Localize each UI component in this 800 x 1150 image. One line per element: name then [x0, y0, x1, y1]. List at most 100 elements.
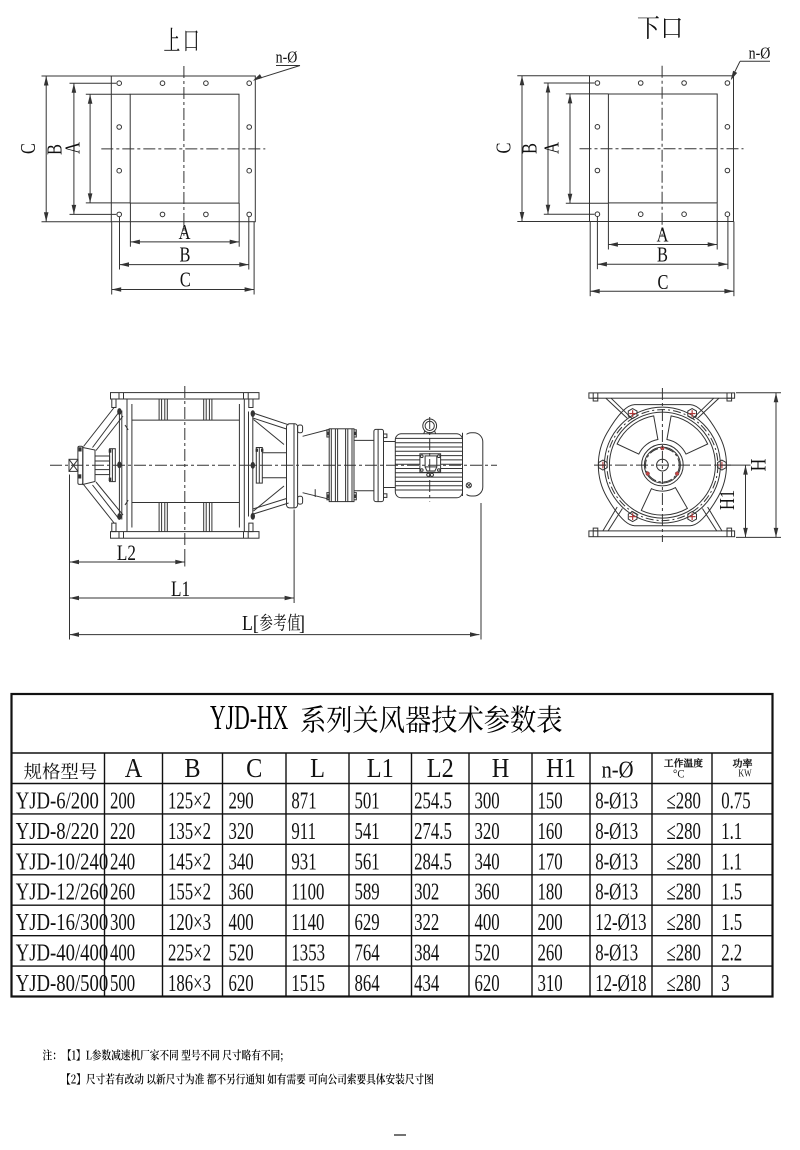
- svg-text:B: B: [44, 144, 67, 155]
- svg-text:1140: 1140: [291, 910, 324, 935]
- svg-text:284.5: 284.5: [414, 850, 452, 875]
- svg-text:L: L: [310, 753, 325, 783]
- svg-text:C: C: [658, 271, 669, 294]
- svg-text:]: ]: [299, 613, 305, 636]
- svg-text:YJD-80/500: YJD-80/500: [16, 970, 109, 997]
- svg-text:135×2: 135×2: [168, 819, 211, 844]
- svg-text:340: 340: [475, 850, 500, 875]
- svg-text:n-Ø: n-Ø: [749, 44, 771, 63]
- svg-text:1353: 1353: [291, 941, 325, 966]
- svg-text:1.1: 1.1: [721, 850, 742, 875]
- svg-text:931: 931: [291, 850, 316, 875]
- svg-text:B: B: [180, 244, 191, 267]
- svg-text:589: 589: [355, 880, 380, 905]
- svg-text:400: 400: [229, 910, 254, 935]
- svg-text:A: A: [541, 142, 564, 154]
- svg-text:520: 520: [229, 941, 254, 966]
- svg-text:L1: L1: [171, 577, 190, 602]
- svg-text:8-Ø13: 8-Ø13: [595, 819, 638, 844]
- svg-text:322: 322: [414, 910, 439, 935]
- svg-text:A: A: [62, 142, 85, 154]
- svg-text:YJD-40/400: YJD-40/400: [16, 939, 109, 966]
- svg-text:320: 320: [475, 819, 500, 844]
- svg-text:520: 520: [475, 941, 500, 966]
- svg-text:300: 300: [475, 789, 500, 814]
- svg-text:320: 320: [229, 819, 254, 844]
- svg-text:620: 620: [475, 971, 500, 996]
- svg-text:620: 620: [229, 971, 254, 996]
- svg-text:120×3: 120×3: [168, 910, 211, 935]
- svg-text:501: 501: [355, 789, 380, 814]
- svg-text:L[: L[: [242, 613, 259, 636]
- svg-text:12-Ø13: 12-Ø13: [595, 910, 646, 935]
- svg-text:L1: L1: [367, 753, 394, 783]
- svg-text:1100: 1100: [291, 880, 324, 905]
- svg-text:H: H: [747, 459, 771, 472]
- svg-text:180: 180: [538, 880, 563, 905]
- svg-text:764: 764: [355, 941, 381, 966]
- svg-text:A: A: [657, 224, 669, 247]
- svg-text:274.5: 274.5: [414, 819, 452, 844]
- svg-text:°C: °C: [673, 768, 685, 781]
- svg-text:L2: L2: [117, 541, 136, 566]
- svg-text:B: B: [184, 753, 200, 783]
- svg-text:A: A: [125, 753, 143, 783]
- svg-text:≤280: ≤280: [667, 941, 701, 966]
- svg-text:220: 220: [110, 819, 135, 844]
- svg-text:340: 340: [229, 850, 254, 875]
- svg-text:629: 629: [355, 910, 380, 935]
- svg-text:≤280: ≤280: [667, 971, 701, 996]
- svg-text:8-Ø13: 8-Ø13: [595, 880, 638, 905]
- svg-text:C: C: [17, 143, 40, 154]
- svg-text:A: A: [179, 221, 191, 244]
- svg-text:YJD-8/220: YJD-8/220: [16, 818, 99, 845]
- svg-text:1515: 1515: [291, 971, 325, 996]
- svg-text:360: 360: [475, 880, 500, 905]
- svg-text:145×2: 145×2: [168, 850, 211, 875]
- svg-text:B: B: [519, 143, 542, 154]
- svg-text:H: H: [492, 753, 510, 783]
- svg-text:1.1: 1.1: [721, 819, 742, 844]
- svg-text:310: 310: [538, 971, 563, 996]
- svg-text:8-Ø13: 8-Ø13: [595, 850, 638, 875]
- svg-text:n-Ø: n-Ø: [276, 48, 298, 67]
- svg-text:300: 300: [110, 910, 135, 935]
- svg-text:YJD-16/300: YJD-16/300: [16, 909, 109, 936]
- svg-text:186×3: 186×3: [168, 971, 211, 996]
- svg-text:C: C: [180, 268, 191, 291]
- svg-text:200: 200: [110, 789, 135, 814]
- svg-text:155×2: 155×2: [168, 880, 211, 905]
- svg-text:n-Ø: n-Ø: [601, 756, 633, 783]
- svg-text:360: 360: [229, 880, 254, 905]
- svg-text:1.5: 1.5: [721, 910, 742, 935]
- svg-text:≤280: ≤280: [667, 819, 701, 844]
- svg-text:290: 290: [229, 789, 254, 814]
- svg-text:500: 500: [110, 971, 135, 996]
- svg-text:240: 240: [110, 850, 135, 875]
- svg-text:C: C: [493, 143, 516, 154]
- svg-text:YJD-HX: YJD-HX: [210, 699, 288, 737]
- svg-text:125×2: 125×2: [168, 789, 211, 814]
- svg-text:434: 434: [414, 971, 440, 996]
- svg-text:2.2: 2.2: [721, 941, 742, 966]
- svg-text:≤280: ≤280: [667, 880, 701, 905]
- svg-text:≤280: ≤280: [667, 910, 701, 935]
- svg-text:302: 302: [414, 880, 439, 905]
- svg-text:8-Ø13: 8-Ø13: [595, 941, 638, 966]
- svg-text:YJD-10/240: YJD-10/240: [16, 848, 109, 875]
- svg-text:911: 911: [291, 819, 316, 844]
- svg-text:254.5: 254.5: [414, 789, 452, 814]
- svg-text:170: 170: [538, 850, 563, 875]
- svg-text:YJD-6/200: YJD-6/200: [16, 787, 99, 814]
- svg-text:871: 871: [291, 789, 316, 814]
- svg-text:561: 561: [355, 850, 380, 875]
- svg-text:H1: H1: [716, 490, 739, 510]
- svg-text:1.5: 1.5: [721, 880, 742, 905]
- svg-text:8-Ø13: 8-Ø13: [595, 789, 638, 814]
- svg-text:260: 260: [110, 880, 135, 905]
- svg-text:541: 541: [355, 819, 380, 844]
- svg-text:384: 384: [414, 941, 440, 966]
- svg-text:H1: H1: [546, 753, 576, 783]
- svg-text:≤280: ≤280: [667, 850, 701, 875]
- svg-text:400: 400: [475, 910, 500, 935]
